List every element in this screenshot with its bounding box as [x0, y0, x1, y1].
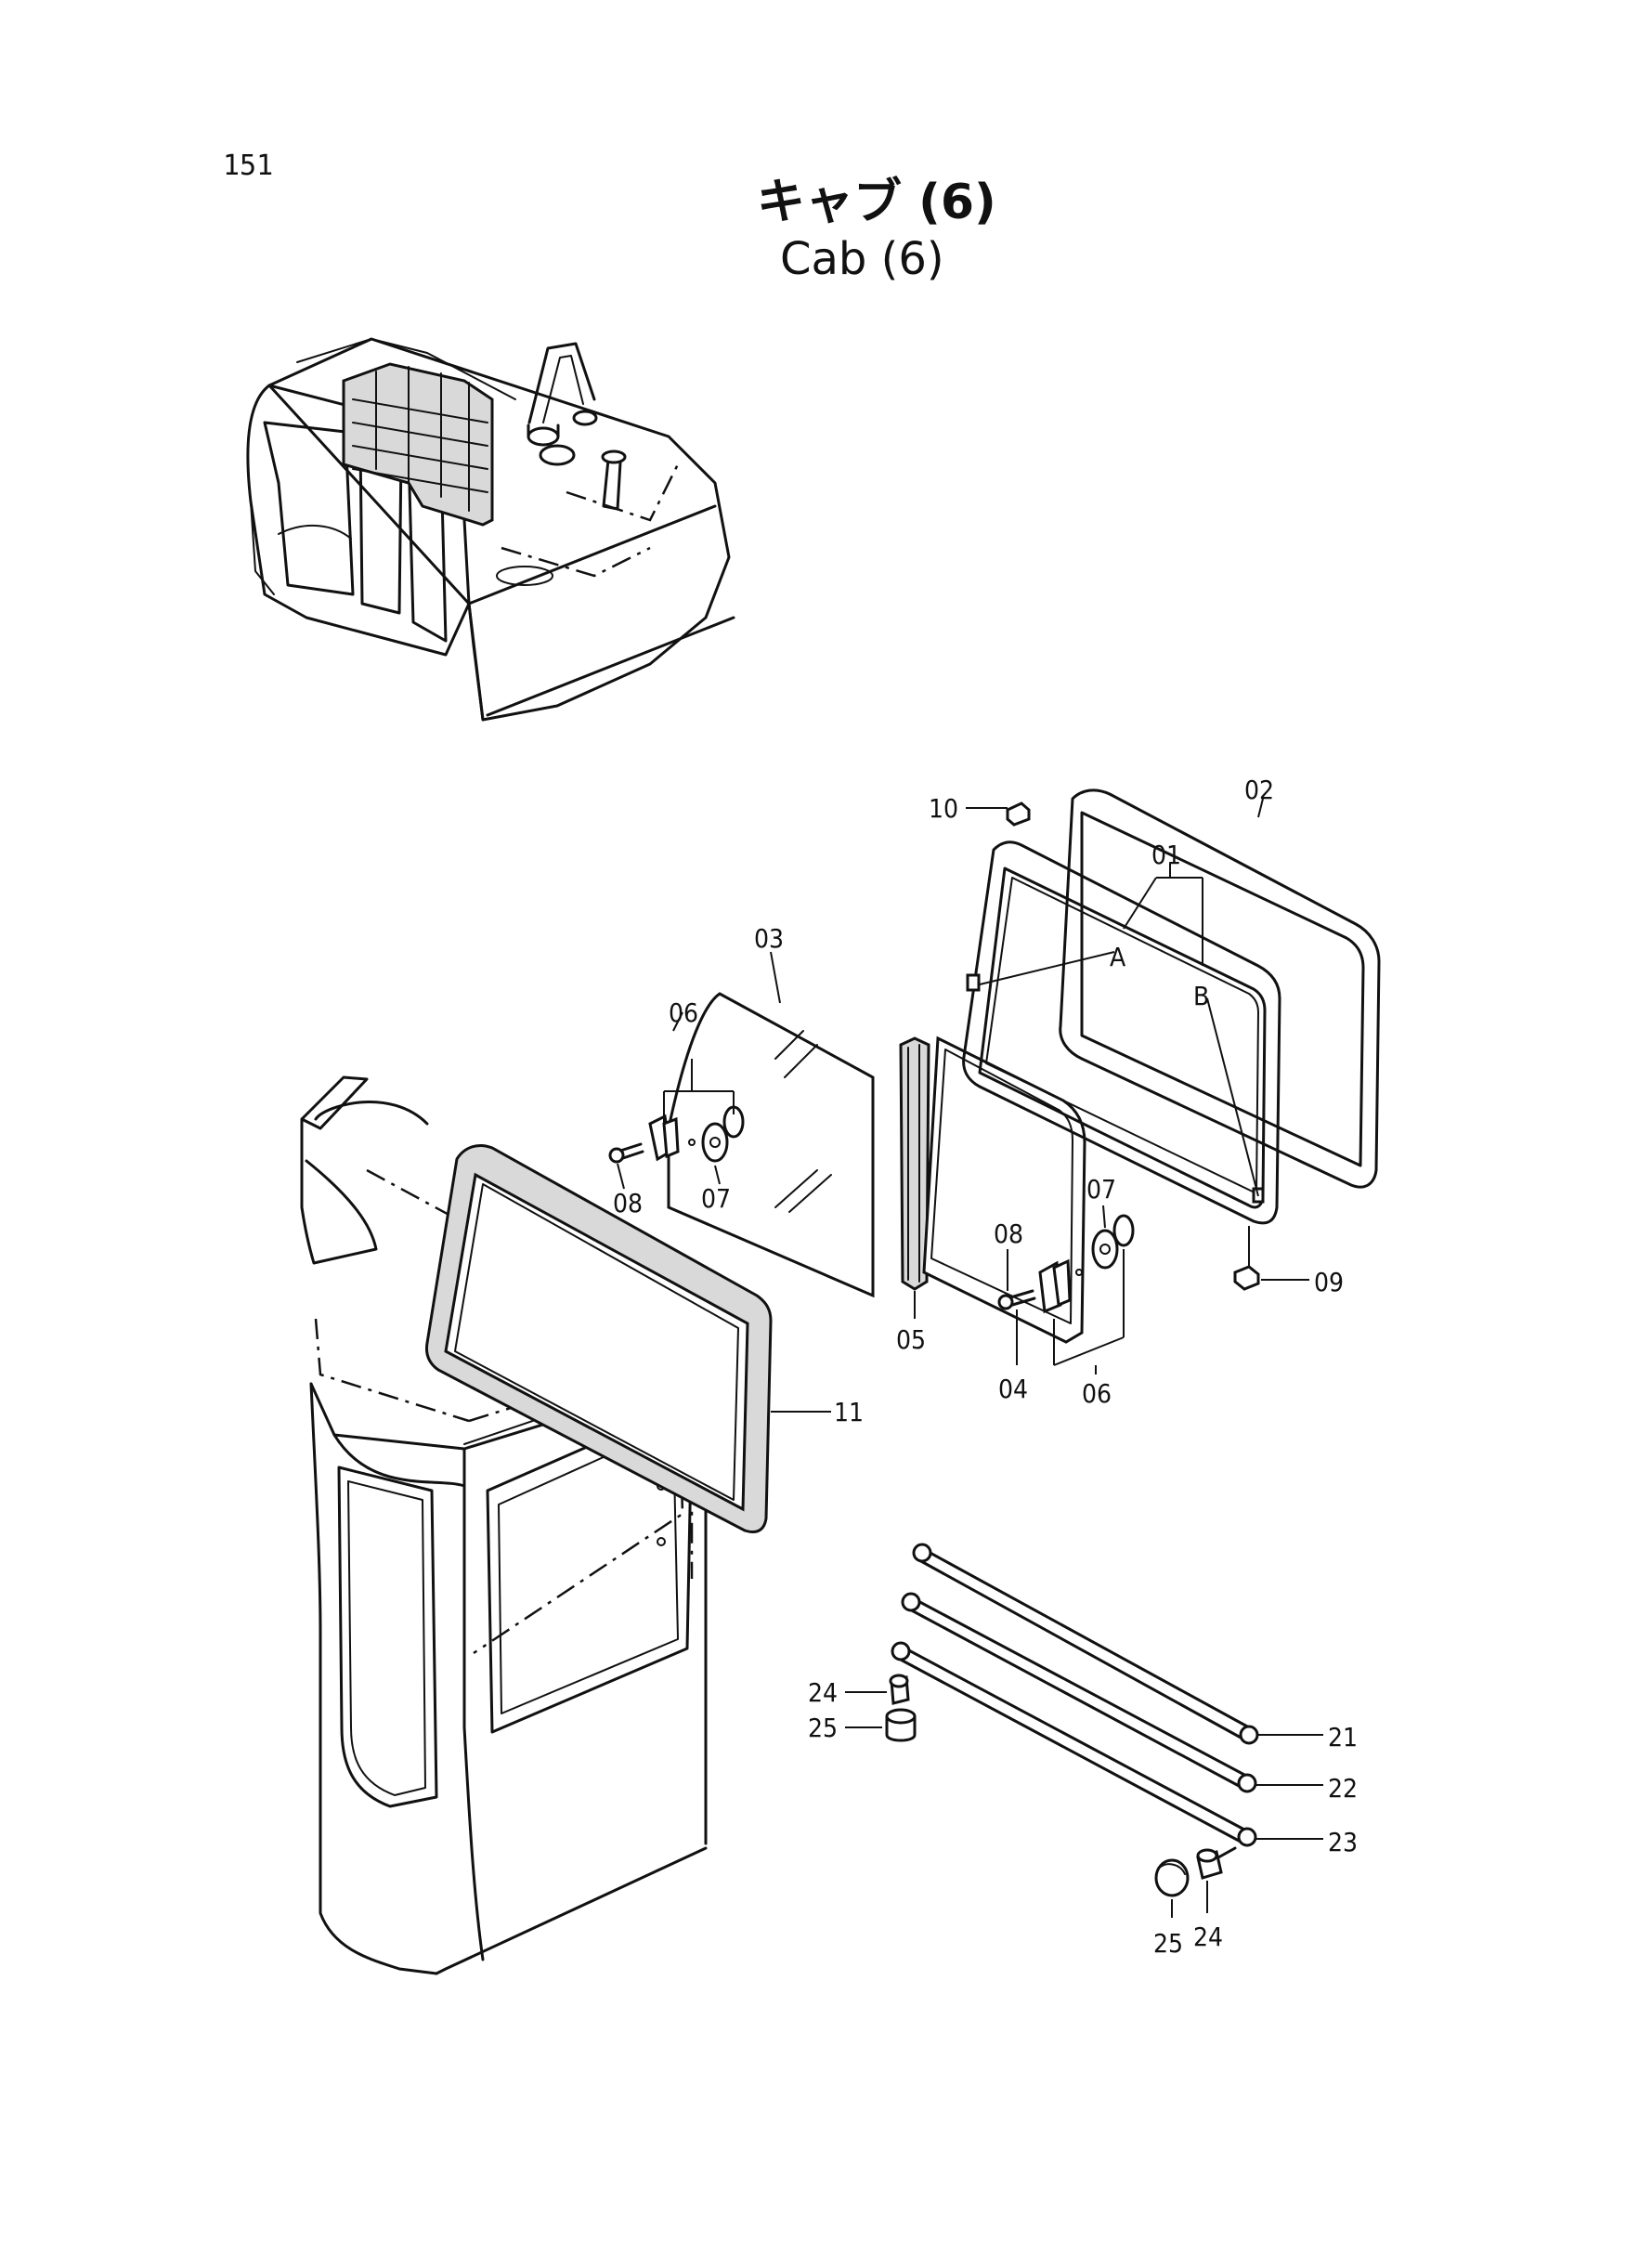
- callout-08-right: 08: [994, 1218, 1023, 1249]
- callout-10: 10: [929, 793, 958, 824]
- part-25-cap-right: 25: [1153, 1858, 1190, 1959]
- callout-B: B: [1193, 981, 1209, 1011]
- callout-22: 22: [1328, 1773, 1358, 1804]
- callout-25-left: 25: [808, 1713, 838, 1743]
- part-05-seal-strip: 05: [896, 1036, 930, 1355]
- callout-04: 04: [998, 1374, 1028, 1404]
- callout-25-right: 25: [1153, 1928, 1183, 1959]
- part-11-window-seal: 11: [425, 1144, 864, 1533]
- part-09-stopper: 09: [1233, 1226, 1344, 1297]
- part-25-cap-left: 25: [808, 1708, 917, 1743]
- callout-21: 21: [1328, 1722, 1358, 1752]
- callout-05: 05: [896, 1324, 926, 1355]
- machine-overview-illustration: [246, 337, 735, 722]
- callout-08-left: 08: [613, 1188, 643, 1218]
- page-number: 151: [223, 150, 273, 182]
- title-english: Cab (6): [780, 233, 944, 285]
- callout-11: 11: [834, 1397, 864, 1427]
- part-24-bolt-right: 24: [1193, 1846, 1237, 1952]
- part-22-rod: 22: [901, 1592, 1358, 1804]
- part-10-stopper: 10: [929, 793, 1031, 827]
- latch-assembly-right: 06 07 08 04: [994, 1174, 1135, 1409]
- part-02-weatherstrip: 02: [1059, 775, 1381, 1189]
- callout-06-left: 06: [669, 997, 698, 1028]
- callout-01: 01: [1151, 840, 1181, 870]
- callout-09: 09: [1314, 1267, 1344, 1297]
- callout-A: A: [1110, 942, 1126, 972]
- title-japanese: キャブ (6): [757, 175, 996, 230]
- callout-03: 03: [754, 923, 784, 954]
- callout-02: 02: [1244, 775, 1274, 805]
- part-24-bolt-left: 24: [808, 1674, 910, 1708]
- part-03-glass: 03: [667, 923, 875, 1298]
- callout-07-right: 07: [1086, 1174, 1116, 1205]
- part-23-rod: 23: [891, 1641, 1358, 1857]
- callout-06-right: 06: [1082, 1378, 1112, 1409]
- part-21-rod: 21: [912, 1543, 1358, 1752]
- part-01-sash-frame: 01 A B: [962, 840, 1281, 1225]
- latch-assembly-left: 06 07 08: [608, 997, 745, 1218]
- callout-24-left: 24: [808, 1677, 838, 1708]
- callout-07-left: 07: [701, 1183, 731, 1214]
- callout-24-right: 24: [1193, 1922, 1223, 1952]
- callout-23: 23: [1328, 1827, 1358, 1857]
